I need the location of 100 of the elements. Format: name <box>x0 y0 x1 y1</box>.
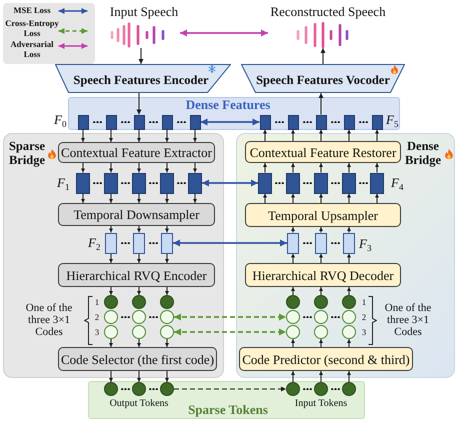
speech-label: Input Speech <box>110 4 178 20</box>
arrow <box>165 338 169 348</box>
arrow <box>291 338 295 348</box>
arrow <box>165 162 169 173</box>
arrow <box>109 286 113 296</box>
band-title: Dense Features <box>186 98 270 112</box>
arrow <box>375 129 379 142</box>
row-number: 1 <box>94 297 100 307</box>
arrow <box>319 162 323 173</box>
token-dot <box>160 382 174 396</box>
arrow <box>347 162 351 173</box>
double-arrow <box>180 30 268 36</box>
feature-label: F$_{4}$ <box>391 175 404 191</box>
arrow <box>347 129 351 142</box>
code-dot <box>104 310 118 324</box>
arrow <box>319 226 323 233</box>
code-dot <box>104 325 118 339</box>
module-box: Hierarchical RVQ Decoder <box>245 263 401 287</box>
arrow <box>137 338 141 348</box>
arrow <box>263 129 267 142</box>
arrow <box>137 193 141 204</box>
token-band <box>88 381 365 419</box>
feature-block <box>372 114 382 130</box>
code-dot <box>160 310 174 324</box>
arrow <box>137 253 141 264</box>
arrow <box>193 193 197 204</box>
arrow <box>347 226 351 233</box>
feature-block <box>342 172 356 194</box>
arrow <box>137 226 141 233</box>
feature-block <box>286 172 300 194</box>
feature-block <box>344 114 354 130</box>
arrow <box>263 162 267 173</box>
code-dot <box>160 325 174 339</box>
module-box: Code Predictor (second & third) <box>239 347 413 371</box>
feature-label: F$_{5}$ <box>386 112 398 128</box>
feature-label: F$_{1}$ <box>57 175 70 191</box>
double-arrow <box>202 180 258 186</box>
feature-block <box>260 114 270 130</box>
arrow <box>263 193 267 204</box>
module-box: Temporal Downsampler <box>58 203 215 226</box>
arrow <box>137 370 141 382</box>
arrow <box>319 253 323 264</box>
feature-block <box>133 232 145 254</box>
code-dot <box>286 310 300 324</box>
feature-block <box>343 232 355 254</box>
module-box: Contextual Feature Extractor <box>58 142 215 163</box>
arrow <box>138 48 144 64</box>
code-dot <box>342 310 356 324</box>
code-dot <box>132 325 146 339</box>
code-dot <box>314 310 328 324</box>
arrow <box>291 370 295 382</box>
dashed-double-arrow <box>174 328 286 336</box>
token-dot <box>104 382 118 396</box>
token-label: Output Tokens <box>110 398 168 409</box>
arrow <box>137 286 141 296</box>
arrow <box>165 129 169 142</box>
token-dot <box>286 382 300 396</box>
group-panel <box>236 133 455 378</box>
module-box: Code Selector (the first code) <box>58 347 217 371</box>
feature-label: F$_{3}$ <box>359 236 372 252</box>
arrow <box>109 338 113 348</box>
arrow <box>291 253 295 264</box>
feature-block <box>314 172 328 194</box>
arrow <box>109 370 113 382</box>
feature-block <box>106 114 116 130</box>
arrow <box>136 92 142 115</box>
arrow <box>81 193 85 204</box>
band-title: Sparse Tokens <box>188 403 268 417</box>
arrow <box>375 162 379 173</box>
code-dot <box>342 295 356 309</box>
token-dot <box>342 382 356 396</box>
arrow <box>318 92 324 115</box>
arrow <box>319 286 323 296</box>
arrow <box>165 193 169 204</box>
code-dot <box>286 325 300 339</box>
feature-label: F$_{0}$ <box>54 112 66 128</box>
feature-block <box>104 172 118 194</box>
feature-block <box>78 114 88 130</box>
arrow <box>165 226 169 233</box>
feature-band <box>68 97 400 130</box>
arrow <box>137 162 141 173</box>
dashed-double-arrow <box>174 314 286 320</box>
feature-block <box>288 114 298 130</box>
arrow <box>165 253 169 264</box>
feature-block <box>161 232 173 254</box>
arrow <box>319 370 323 382</box>
arrow <box>347 338 351 348</box>
arrow <box>320 48 326 64</box>
code-dot <box>314 295 328 309</box>
arrow <box>165 286 169 296</box>
arrow <box>319 338 323 348</box>
module-box: Contextual Feature Restorer <box>245 141 401 163</box>
code-dot <box>286 295 300 309</box>
code-dot <box>314 325 328 339</box>
feature-block <box>190 114 200 130</box>
speech-label: Reconstructed Speech <box>270 4 386 20</box>
block-title: Speech Features Vocoder <box>256 73 390 87</box>
arrow <box>109 253 113 264</box>
double-arrow <box>173 240 287 246</box>
arrow <box>291 162 295 173</box>
